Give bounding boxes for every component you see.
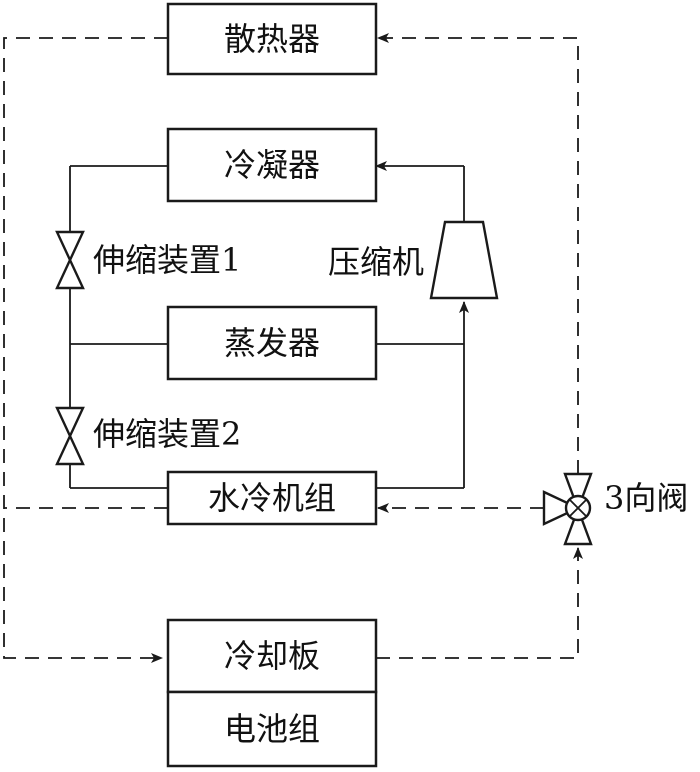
cold-plate-label: 冷却板 [224,637,320,675]
compressor: 压缩机 [328,220,499,300]
compressor-icon [429,220,499,300]
condenser: 冷凝器 [166,127,378,203]
cold-plate-to-valve-line [376,547,583,659]
compressor-label: 压缩机 [328,243,424,281]
radiator-to-cold-plate-line [3,37,168,663]
expansion-valve-2-label: 伸缩装置2 [93,415,241,453]
coolant-lines [3,33,583,663]
evaporator-label: 蒸发器 [224,324,320,362]
expansion-valve-2: 伸缩装置2 [55,406,241,466]
condenser-label: 冷凝器 [224,146,320,184]
three-way-valve-port-icon [542,490,581,526]
cold-plate: 冷却板 [166,618,378,694]
expansion-valve-1-icon [55,230,85,290]
chiller: 水冷机组 [166,470,378,526]
evaporator: 蒸发器 [166,305,378,381]
expansion-valve-1: 伸缩装置1 [55,230,241,290]
battery-pack-label: 电池组 [224,710,320,748]
valve-to-radiator-line [377,33,579,474]
three-way-valve: 3向阀 [542,472,688,546]
chiller-label: 水冷机组 [208,479,336,517]
battery-pack: 电池组 [166,690,378,768]
expansion-valve-1-label: 伸缩装置1 [93,241,241,279]
refrigerant-lines [69,161,469,489]
radiator-label: 散热器 [224,20,320,58]
radiator: 散热器 [166,2,378,76]
three-way-valve-label: 3向阀 [604,479,688,517]
expansion-valve-2-icon [55,406,85,466]
